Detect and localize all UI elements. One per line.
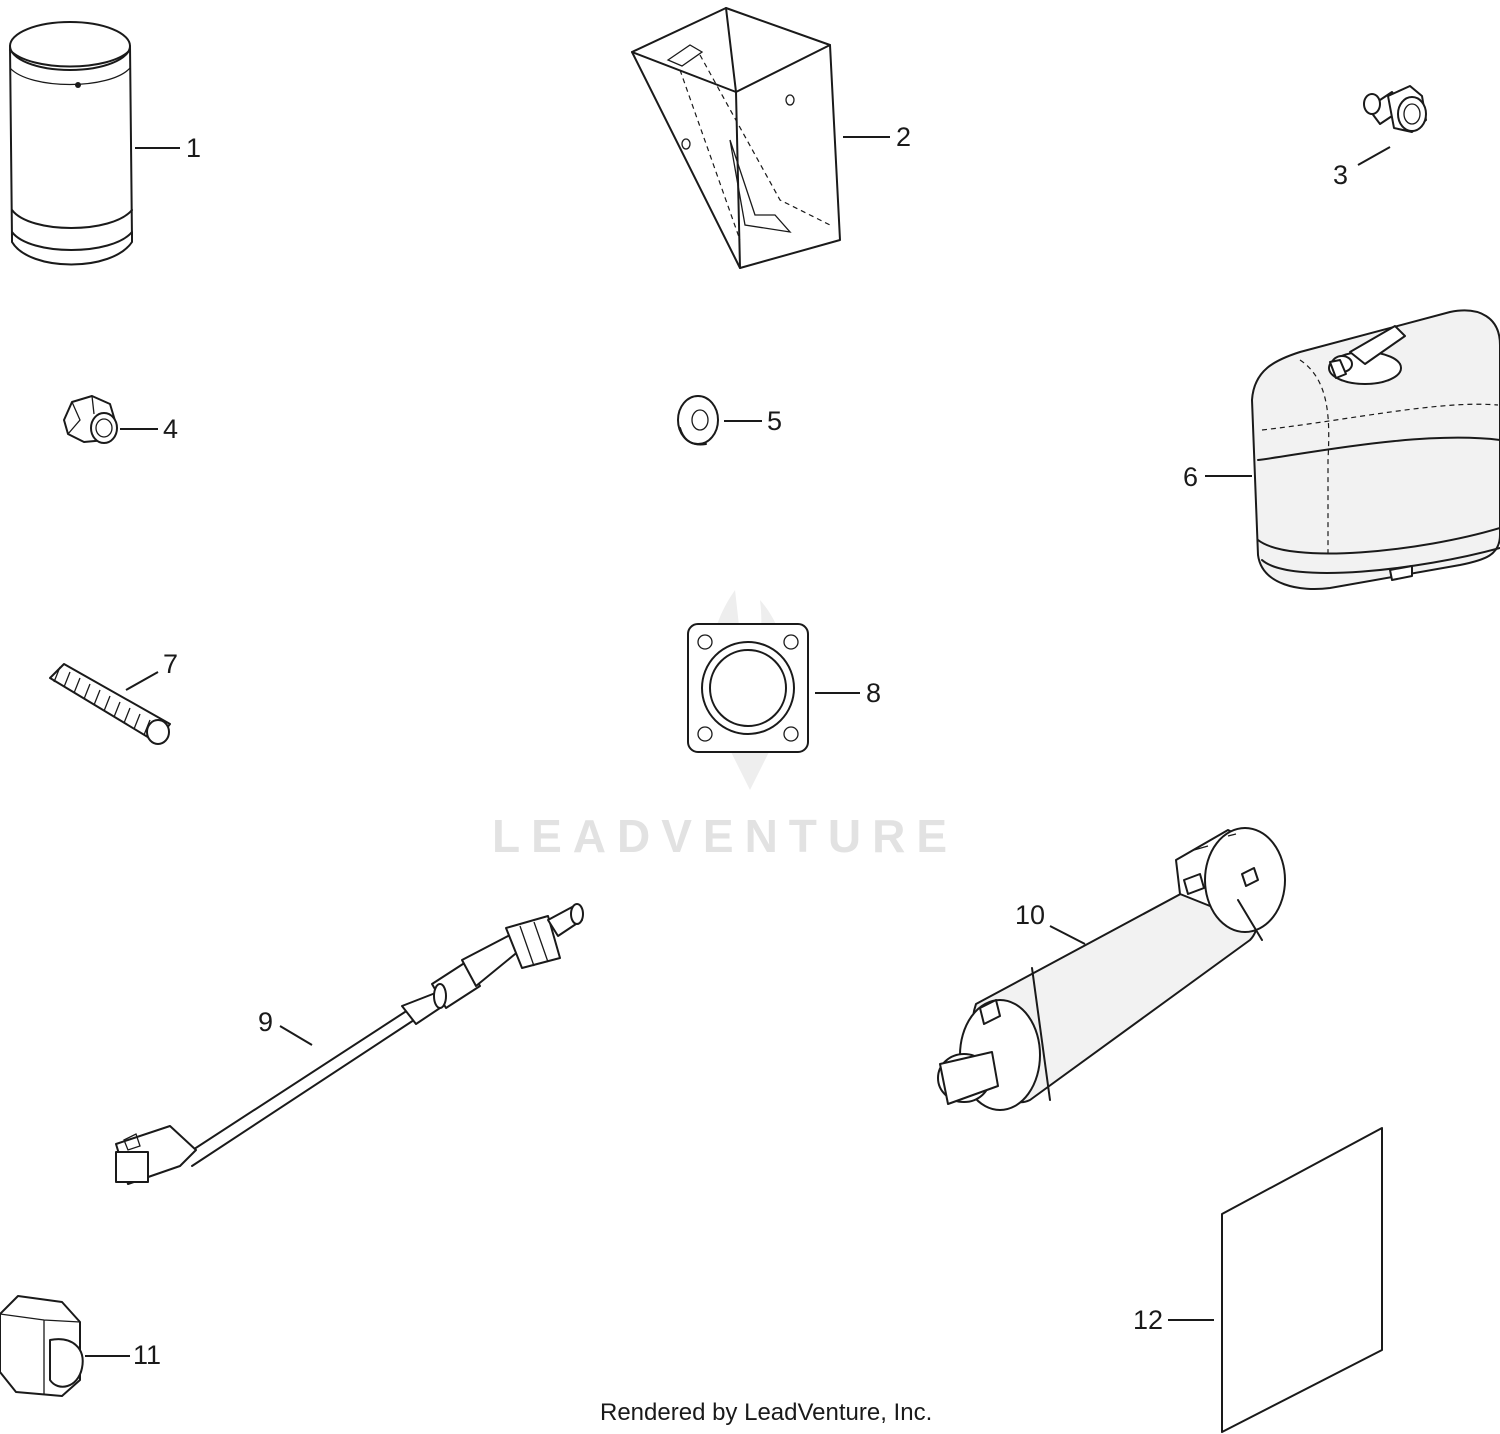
callout-11: 11 xyxy=(85,1340,161,1370)
part-4-nut[interactable] xyxy=(63,395,118,444)
callout-12: 12 xyxy=(1133,1305,1214,1335)
callout-6: 6 xyxy=(1183,462,1252,492)
svg-text:4: 4 xyxy=(163,414,178,444)
part-7-stud[interactable] xyxy=(49,663,171,745)
watermark-text: LEADVENTURE xyxy=(492,810,958,862)
part-5-washer[interactable] xyxy=(677,395,719,446)
svg-text:3: 3 xyxy=(1333,160,1348,190)
part-9-o2-sensor[interactable] xyxy=(115,903,584,1185)
svg-text:7: 7 xyxy=(163,649,178,679)
callout-9: 9 xyxy=(258,1007,313,1046)
part-10-muffler[interactable] xyxy=(937,827,1286,1111)
part-1-sleeve[interactable] xyxy=(9,21,133,266)
callout-3: 3 xyxy=(1333,146,1391,190)
svg-text:1: 1 xyxy=(186,133,201,163)
svg-text:12: 12 xyxy=(1133,1305,1163,1335)
part-12-panel[interactable] xyxy=(1221,1127,1383,1433)
callout-10: 10 xyxy=(1015,900,1086,945)
callout-1: 1 xyxy=(135,133,201,163)
part-8-gasket[interactable] xyxy=(687,623,809,753)
part-11-cushion[interactable] xyxy=(0,1295,84,1397)
callout-4: 4 xyxy=(120,414,178,444)
svg-text:11: 11 xyxy=(133,1340,161,1370)
callout-8: 8 xyxy=(815,678,881,708)
callout-7: 7 xyxy=(125,649,178,691)
callout-5: 5 xyxy=(724,406,782,436)
part-2-bracket[interactable] xyxy=(631,7,841,269)
part-3-bolt[interactable] xyxy=(1363,85,1427,133)
part-6-fuel-tank[interactable] xyxy=(1251,309,1500,590)
callout-2: 2 xyxy=(843,122,911,152)
svg-text:6: 6 xyxy=(1183,462,1198,492)
credit-text: Rendered by LeadVenture, Inc. xyxy=(600,1399,932,1426)
svg-text:5: 5 xyxy=(767,406,782,436)
svg-text:8: 8 xyxy=(866,678,881,708)
svg-text:2: 2 xyxy=(896,122,911,152)
svg-text:10: 10 xyxy=(1015,900,1045,930)
svg-text:9: 9 xyxy=(258,1007,273,1037)
